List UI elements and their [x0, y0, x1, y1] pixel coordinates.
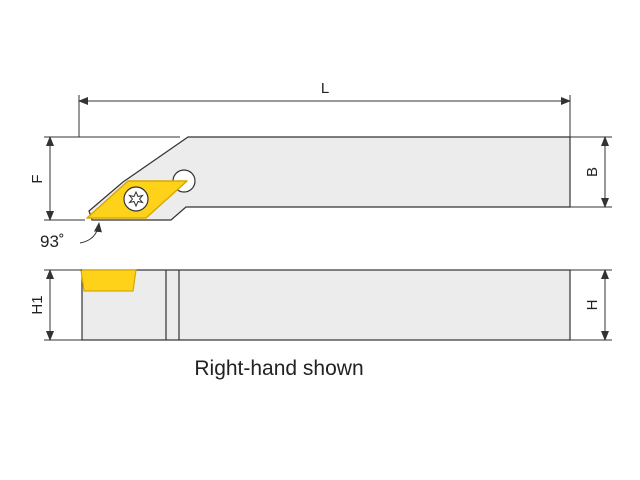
approach-angle: 93˚ [40, 222, 102, 251]
holder-body-top [88, 136, 571, 221]
torx-screw-icon [123, 186, 149, 212]
dimension-h1-label: H1 [29, 295, 46, 314]
dimension-h-label: H [584, 300, 601, 311]
dimension-l-label: L [321, 80, 329, 97]
side-view [80, 269, 571, 341]
dimension-b: B [570, 136, 612, 208]
holder-body-side [81, 269, 571, 341]
curved-arrow-icon [79, 222, 102, 244]
top-view [86, 136, 571, 221]
carbide-insert-side [80, 269, 137, 292]
approach-angle-label: 93˚ [40, 232, 65, 251]
dimension-h1: H1 [29, 269, 82, 341]
dimension-h: H [570, 269, 612, 341]
dimension-l: L [78, 80, 571, 137]
dimension-f: F [29, 136, 180, 221]
dimension-b-label: B [584, 167, 601, 177]
dimension-f-label: F [29, 174, 46, 183]
caption: Right-hand shown [194, 357, 363, 380]
